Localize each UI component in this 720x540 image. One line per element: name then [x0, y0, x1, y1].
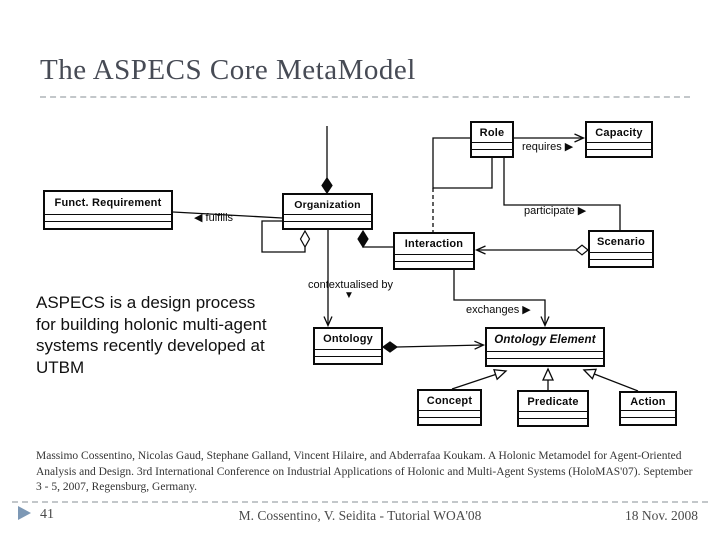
page-number: 41 [40, 507, 54, 522]
class-box-capacity: Capacity [585, 121, 653, 158]
class-box-scenario: Scenario [588, 230, 654, 268]
class-name: Funct. Requirement [45, 192, 171, 215]
operation-compartment [395, 261, 473, 268]
class-name: Ontology [315, 329, 381, 350]
operation-compartment [590, 259, 652, 266]
edge-label-participate: participate ▶ [524, 205, 587, 217]
operation-compartment [587, 149, 651, 156]
edge-label-fulfills: ◀ fulfills [194, 212, 234, 224]
down-triangle-icon: ▼ [344, 290, 354, 301]
footer-divider [12, 501, 708, 503]
edge-label-contextualised-by: contextualised by [308, 279, 393, 291]
class-name: Capacity [587, 123, 651, 143]
page-title: The ASPECS Core MetaModel [40, 54, 416, 86]
edge-ontology-element [396, 340, 486, 350]
citation-text: Massimo Cossentino, Nicolas Gaud, Stepha… [36, 450, 693, 493]
operation-compartment [315, 356, 381, 363]
edge-gen-concept [451, 368, 508, 390]
filled-diamond-organization-top [321, 176, 333, 195]
operation-compartment [45, 221, 171, 228]
class-name: Organization [284, 195, 371, 215]
class-box-action: Action [619, 391, 677, 426]
edge-fulfills [172, 211, 283, 219]
footer-date: 18 Nov. 2008 [625, 508, 698, 523]
class-name: Role [472, 123, 512, 143]
filled-diamond-organization-interaction [357, 229, 369, 249]
class-name: Ontology Element [487, 329, 603, 352]
operation-compartment [487, 358, 603, 365]
class-box-funct-requirement: Funct. Requirement [43, 190, 173, 230]
class-name: Concept [419, 391, 480, 411]
operation-compartment [419, 417, 480, 424]
class-name: Predicate [519, 392, 587, 412]
open-diamond-organization-self [299, 229, 311, 249]
operation-compartment [284, 221, 371, 228]
class-box-ontology-element: Ontology Element [485, 327, 605, 367]
open-diamond-scenario [575, 244, 589, 256]
class-box-concept: Concept [417, 389, 482, 426]
edge-organization-self [261, 220, 306, 253]
class-box-interaction: Interaction [393, 232, 475, 270]
class-box-ontology: Ontology [313, 327, 383, 365]
page-arrow-icon [18, 506, 31, 520]
footer-credit: M. Cossentino, V. Seidita - Tutorial WOA… [238, 508, 482, 523]
edge-organization-interaction [362, 246, 393, 248]
class-box-predicate: Predicate [517, 390, 589, 427]
operation-compartment [621, 417, 675, 424]
filled-diamond-ontology [381, 341, 399, 353]
title-divider [40, 96, 690, 98]
edge-exchanges [453, 270, 550, 328]
class-name: Scenario [590, 232, 652, 253]
class-name: Action [621, 393, 675, 411]
operation-compartment [472, 149, 512, 156]
edge-label-exchanges: exchanges ▶ [466, 304, 531, 316]
edge-label-requires: requires ▶ [522, 141, 574, 153]
class-box-role: Role [470, 121, 514, 158]
class-name: Interaction [395, 234, 473, 255]
slide-body-text: ASPECS is a design process for building … [36, 293, 267, 377]
edge-participate [503, 158, 621, 230]
class-box-organization: Organization [282, 193, 373, 230]
operation-compartment [519, 418, 587, 425]
edge-gen-action [582, 368, 639, 392]
